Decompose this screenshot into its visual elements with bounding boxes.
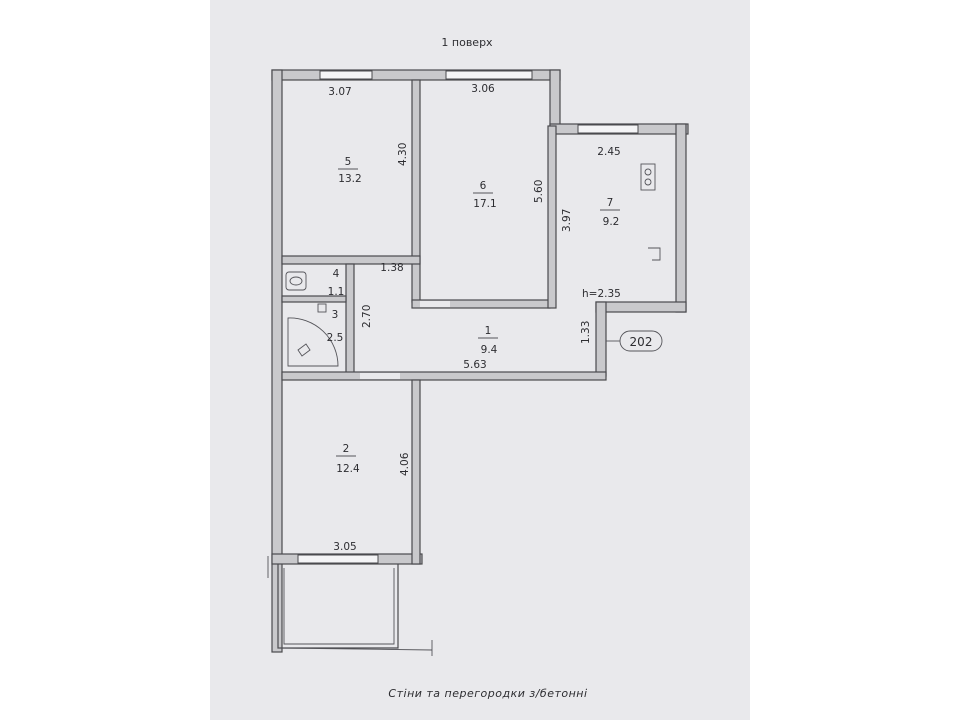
door-room2: [360, 373, 400, 379]
window-room5: [319, 70, 373, 80]
room-1-area: 9.4: [481, 344, 498, 356]
room-6-label: 6 17.1: [473, 180, 497, 210]
room-7-label: 7 9.2: [600, 197, 620, 228]
room-3-number: 3: [332, 309, 339, 321]
partition-6-7: [547, 125, 557, 309]
partition-wc-right: [345, 263, 355, 377]
footer-note: Стіни та перегородки з/бетонні: [388, 687, 587, 700]
partition-5-6: [411, 79, 421, 303]
dim-room5-depth: 4.30: [397, 143, 409, 166]
paper-sheet: [210, 0, 750, 720]
room-3-area: 2.5: [327, 332, 344, 344]
room-7-number: 7: [607, 197, 614, 209]
wall-room7-bottom: [595, 301, 687, 313]
room-3-label: 3 2.5: [327, 309, 344, 344]
door-bath: [283, 305, 293, 329]
sink-icon: [317, 303, 327, 313]
dim-room6-depth: 5.60: [533, 180, 545, 203]
partition-hall-bottom: [281, 371, 607, 381]
window-room7: [577, 124, 639, 134]
room-5-area: 13.2: [338, 173, 361, 185]
stove-burner-top: [644, 168, 652, 176]
wall-room7-right: [675, 123, 687, 313]
wall-left: [271, 69, 283, 653]
partition-4-3: [281, 295, 347, 303]
dim-room5-width: 3.07: [328, 86, 351, 98]
bathtub-icon: [287, 317, 339, 367]
apartment-number: 202: [630, 335, 653, 349]
dim-hall-depth: 1.33: [580, 321, 592, 344]
room-1-number: 1: [485, 325, 492, 337]
room-4-number: 4: [333, 268, 340, 280]
dim-hall-width: 5.63: [463, 359, 486, 371]
dim-room2-depth: 4.06: [399, 452, 411, 476]
window-room2: [297, 554, 379, 564]
floor-label: 1 поверх: [441, 36, 493, 49]
ceiling-height: h=2.35: [582, 288, 621, 300]
dim-room2-width: 3.05: [333, 541, 356, 553]
dim-room7-width: 2.45: [597, 146, 620, 158]
door-room7: [557, 303, 593, 309]
room-6-area: 17.1: [473, 198, 496, 210]
toilet-icon: [285, 271, 307, 291]
room-2-label: 2 12.4: [336, 443, 360, 475]
partition-room2-right: [411, 379, 421, 565]
room-5-number: 5: [345, 156, 352, 168]
wall-hall-right: [595, 301, 607, 377]
room-2-area: 12.4: [336, 463, 360, 475]
dim-room4-width: 1.38: [380, 262, 403, 274]
room-4-label: 4 1.1: [328, 268, 345, 298]
balcony-edge: [277, 647, 433, 651]
balcony-inner: [283, 568, 395, 645]
room-5-label: 5 13.2: [338, 156, 362, 185]
room-4-area: 1.1: [328, 286, 345, 298]
room-2-number: 2: [343, 443, 350, 455]
dim-room3-depth: 2.70: [361, 305, 373, 328]
stove-icon: [640, 163, 656, 191]
door-room6: [420, 301, 450, 307]
room-7-area: 9.2: [603, 216, 620, 228]
stove-burner-bottom: [644, 178, 652, 186]
toilet-bowl: [289, 276, 303, 286]
window-room6: [445, 70, 533, 80]
wall-room6-right: [549, 69, 561, 127]
apartment-number-badge: [619, 330, 663, 352]
dim-room6-width: 3.06: [471, 83, 495, 95]
dim-room7-depth: 3.97: [561, 209, 573, 232]
kitchen-sink-icon: [648, 247, 661, 261]
room-6-number: 6: [480, 180, 487, 192]
room-1-label: 1 9.4: [478, 325, 498, 356]
bath-tap-icon: [297, 343, 311, 357]
balcony-outline: [277, 564, 399, 649]
